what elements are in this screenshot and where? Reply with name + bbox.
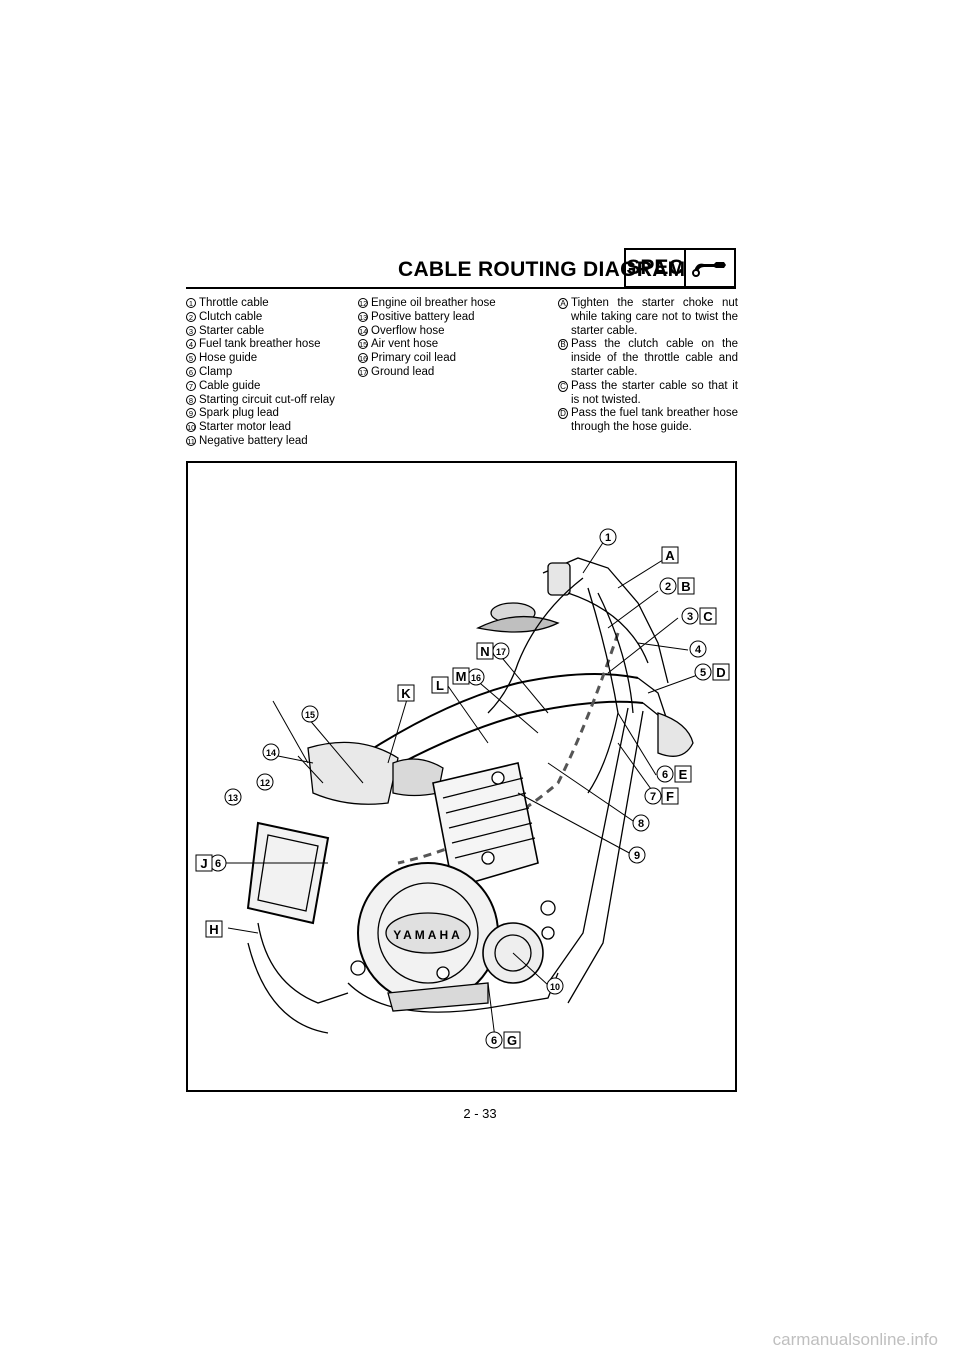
label-j: J bbox=[195, 854, 213, 872]
callout-12: 12 bbox=[256, 773, 274, 791]
label-c: C bbox=[699, 607, 717, 625]
svg-text:G: G bbox=[507, 1033, 517, 1048]
callout-4: 4 bbox=[689, 640, 707, 658]
callout-8: 8 bbox=[632, 814, 650, 832]
page-number: 2 - 33 bbox=[463, 1106, 497, 1121]
label-h: H bbox=[205, 920, 223, 938]
callout-10: 10 bbox=[546, 977, 564, 995]
svg-text:N: N bbox=[480, 644, 489, 659]
header-rule bbox=[186, 287, 736, 289]
svg-text:15: 15 bbox=[305, 710, 315, 720]
label-e: E bbox=[674, 765, 692, 783]
svg-text:A: A bbox=[665, 548, 675, 563]
callout-2: 2 bbox=[659, 577, 677, 595]
svg-text:14: 14 bbox=[266, 748, 276, 758]
svg-text:10: 10 bbox=[550, 982, 560, 992]
svg-text:12: 12 bbox=[260, 778, 270, 788]
wrench-icon bbox=[686, 250, 734, 286]
svg-text:13: 13 bbox=[228, 793, 238, 803]
svg-text:M: M bbox=[456, 669, 467, 684]
svg-text:6: 6 bbox=[662, 769, 668, 781]
callout-9: 9 bbox=[628, 846, 646, 864]
label-n: N bbox=[476, 642, 494, 660]
svg-text:H: H bbox=[209, 922, 218, 937]
svg-text:B: B bbox=[681, 579, 690, 594]
callout-15: 15 bbox=[301, 705, 319, 723]
callout-13: 13 bbox=[224, 788, 242, 806]
svg-text:C: C bbox=[703, 609, 713, 624]
callout-14: 14 bbox=[262, 743, 280, 761]
callout-17: 17 bbox=[492, 642, 510, 660]
svg-text:D: D bbox=[716, 665, 725, 680]
label-b: B bbox=[677, 577, 695, 595]
engine-brand: YAMAHA bbox=[393, 928, 463, 942]
svg-text:6: 6 bbox=[215, 858, 221, 870]
svg-text:6: 6 bbox=[491, 1035, 497, 1047]
svg-text:16: 16 bbox=[471, 673, 481, 683]
section-tag-box: SPEC bbox=[624, 248, 736, 288]
label-l: L bbox=[431, 676, 449, 694]
callout-16: 16 bbox=[467, 668, 485, 686]
svg-text:K: K bbox=[401, 686, 411, 701]
callout-6: 6 bbox=[656, 765, 674, 783]
svg-text:4: 4 bbox=[695, 644, 702, 656]
svg-text:E: E bbox=[679, 767, 688, 782]
callout-5: 5 bbox=[694, 663, 712, 681]
label-g: G bbox=[503, 1031, 521, 1049]
svg-text:1: 1 bbox=[605, 532, 611, 544]
callout-3: 3 bbox=[681, 607, 699, 625]
watermark: carmanualsonline.info bbox=[772, 1330, 938, 1349]
svg-text:17: 17 bbox=[496, 647, 506, 657]
svg-text:J: J bbox=[200, 856, 207, 871]
svg-text:2: 2 bbox=[665, 581, 671, 593]
svg-text:L: L bbox=[436, 678, 444, 693]
callout-7: 7 bbox=[644, 787, 662, 805]
label-f: F bbox=[661, 787, 679, 805]
label-d: D bbox=[712, 663, 730, 681]
page-title: CABLE ROUTING DIAGRAM bbox=[398, 258, 686, 281]
svg-text:8: 8 bbox=[638, 818, 644, 830]
svg-text:F: F bbox=[666, 789, 674, 804]
cable-routing-illustration: 1 2 3 4 5 6 7 8 9 10 12 13 14 15 16 17 6… bbox=[195, 528, 730, 1049]
label-m: M bbox=[452, 667, 470, 685]
callout-6-g: 6 bbox=[485, 1031, 503, 1049]
label-a: A bbox=[661, 546, 679, 564]
label-k: K bbox=[397, 684, 415, 702]
svg-text:7: 7 bbox=[650, 791, 656, 803]
callout-1: 1 bbox=[599, 528, 617, 546]
diagram-frame: 1 2 3 4 5 6 7 8 9 10 12 13 14 15 16 17 6… bbox=[186, 461, 737, 1092]
svg-text:9: 9 bbox=[634, 850, 640, 862]
svg-text:5: 5 bbox=[700, 667, 706, 679]
svg-text:3: 3 bbox=[687, 611, 693, 623]
section-tag: SPEC bbox=[626, 250, 686, 286]
